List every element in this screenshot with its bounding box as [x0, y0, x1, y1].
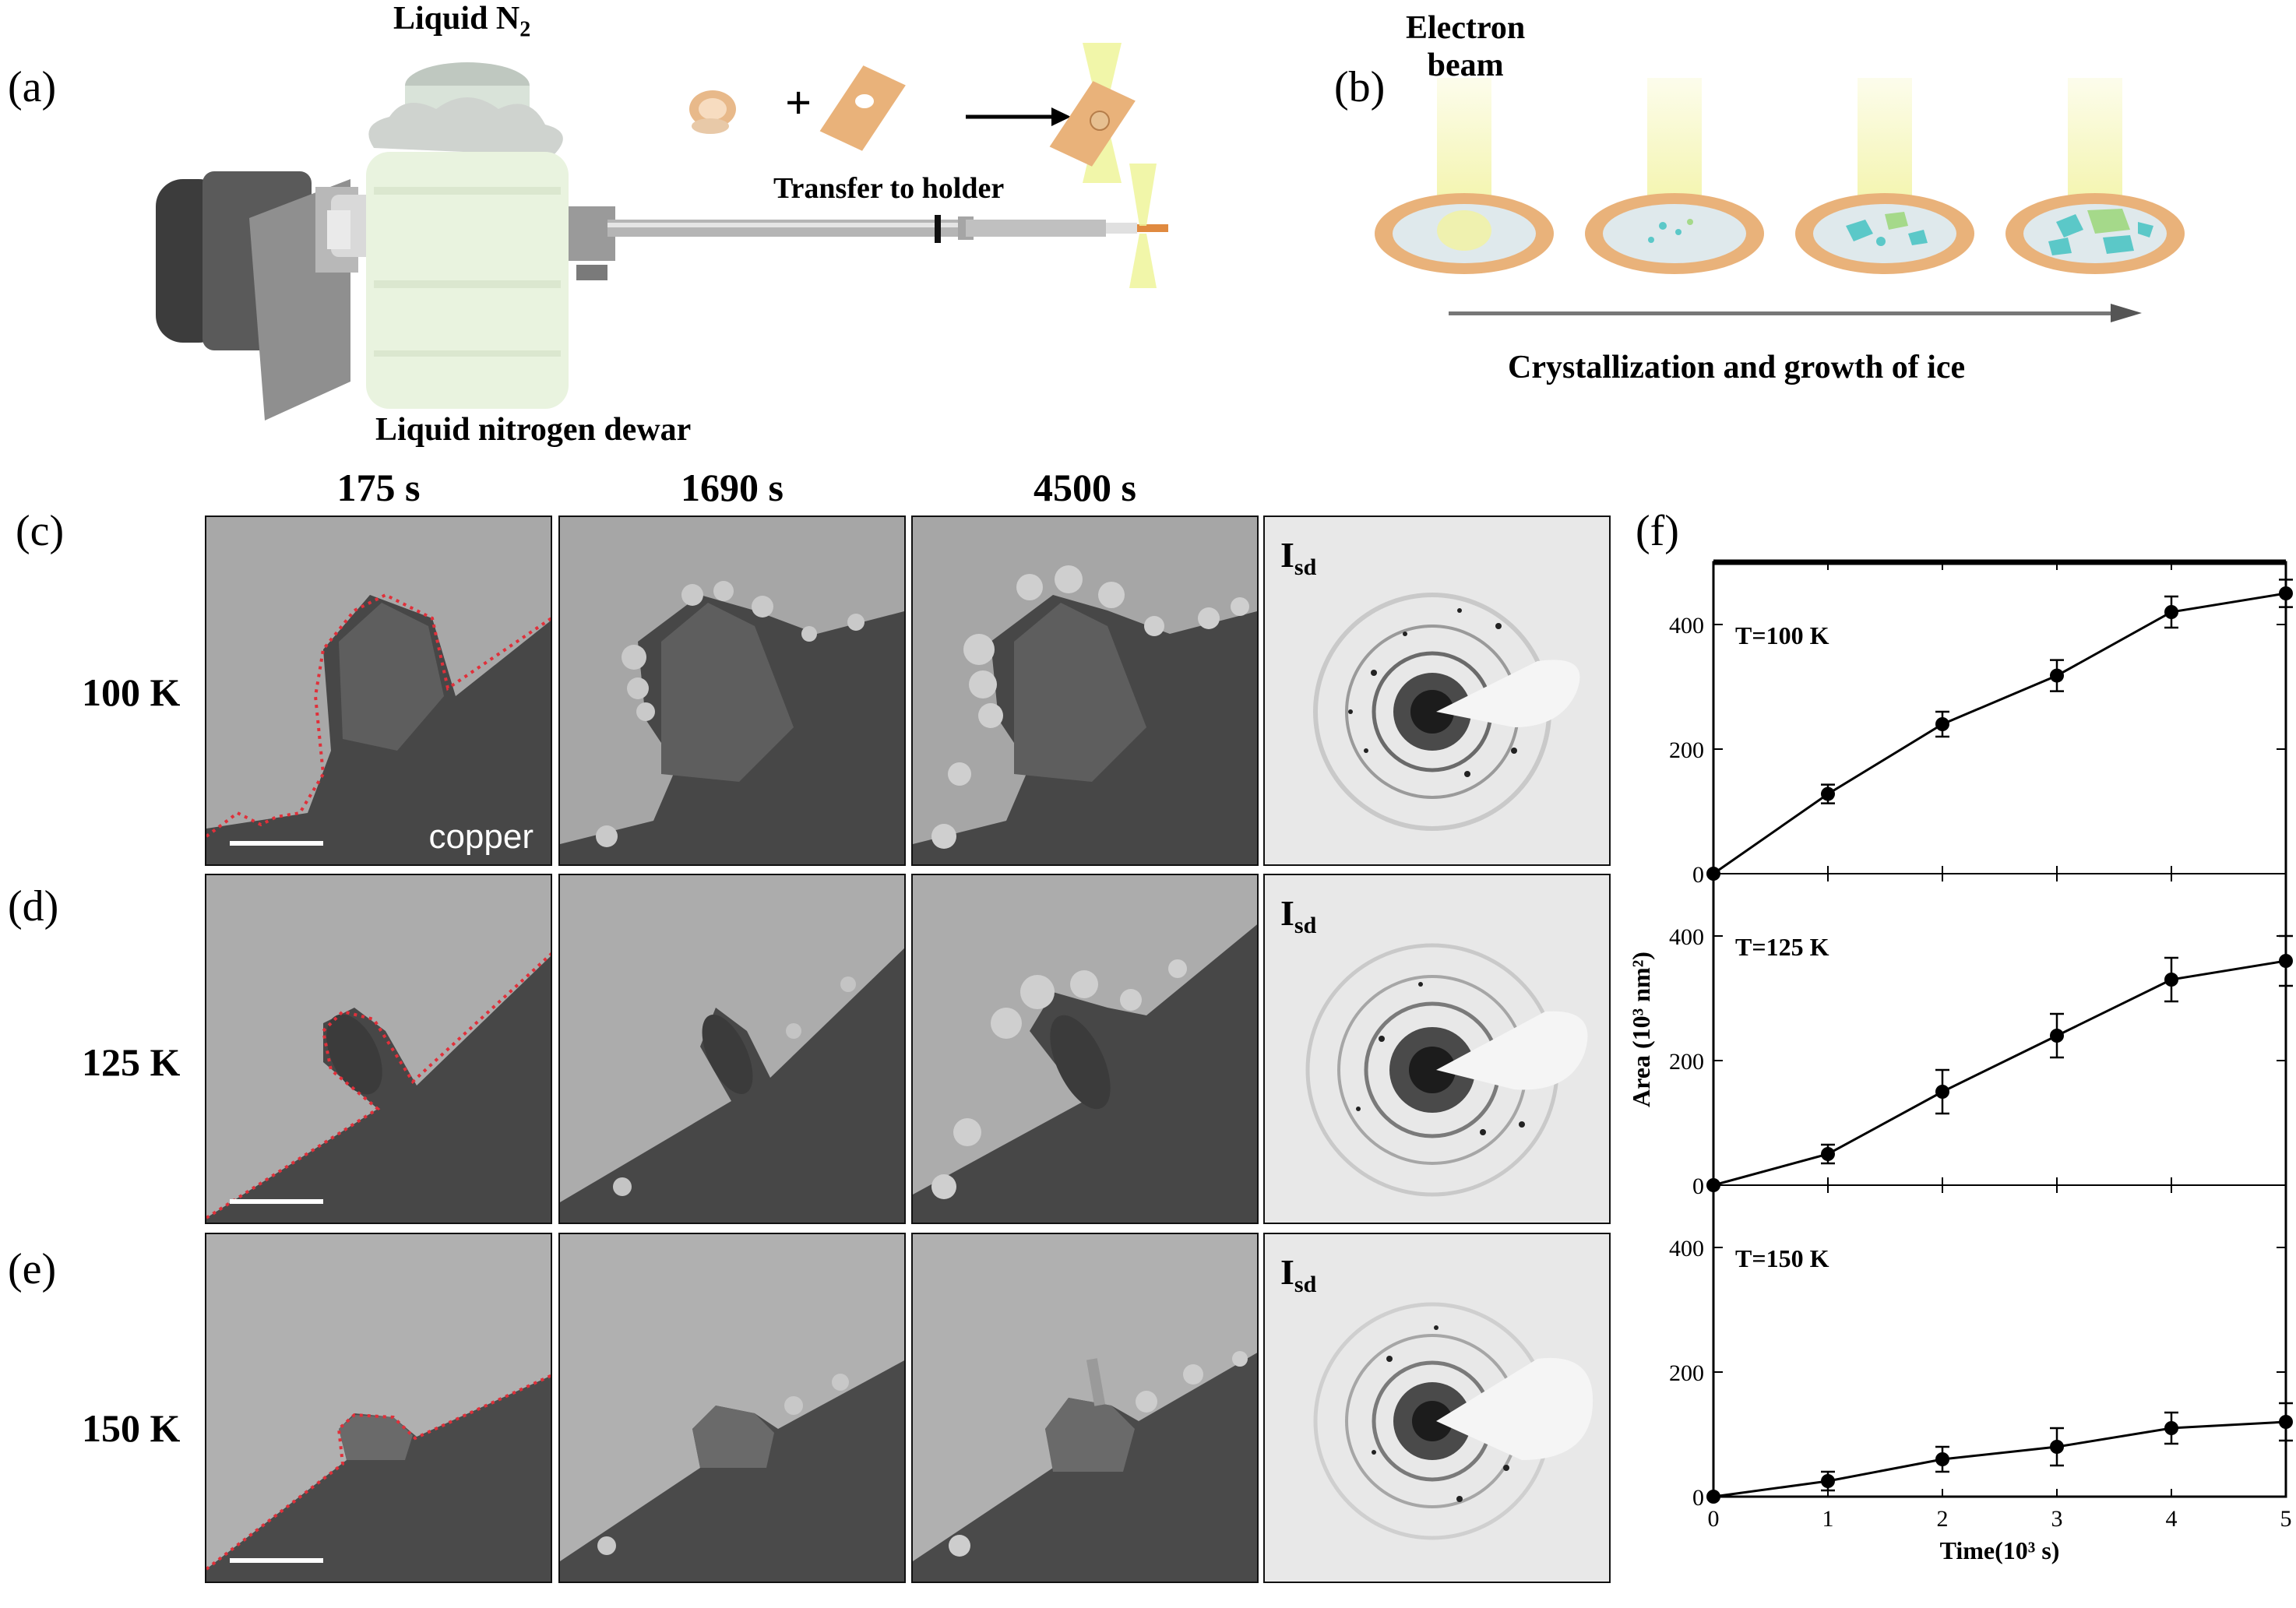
- tem-image-125k-1690s: [558, 874, 906, 1224]
- data-point: [1935, 717, 1949, 731]
- data-point: [2050, 668, 2064, 683]
- cryo-holder-illustration: [156, 43, 1168, 420]
- data-point: [2050, 1029, 2064, 1043]
- y-axis-label: Area (10³ nm²): [1627, 952, 1655, 1107]
- scale-bar: [230, 1199, 323, 1204]
- y-tick-label: 400: [1669, 1236, 1704, 1261]
- data-point: [2279, 586, 2293, 600]
- scale-bar: [230, 1558, 323, 1563]
- series-line: [1713, 1420, 2287, 1498]
- y-tick-label: 200: [1669, 1360, 1704, 1386]
- y-tick-label: 400: [1669, 613, 1704, 639]
- x-axis-label: Time(10³ s): [1940, 1536, 2060, 1564]
- panel-label-e: (e): [8, 1245, 57, 1293]
- tem-image-100k-1690s: [558, 515, 906, 866]
- series-line: [1713, 592, 2287, 875]
- series-label: T=125 K: [1735, 933, 1829, 961]
- series-label: T=100 K: [1735, 621, 1829, 649]
- dewar-label: Liquid nitrogen dewar: [375, 412, 692, 448]
- panel-label-d: (d): [8, 882, 59, 931]
- data-point: [1935, 1085, 1949, 1099]
- chart-frame: [1712, 561, 2287, 1498]
- liquid-n2-label: Liquid N2: [393, 1, 531, 42]
- tem-image-100k-4500s: [911, 515, 1259, 866]
- data-point: [2279, 1415, 2293, 1429]
- x-tick-label: 5: [2280, 1506, 2292, 1532]
- time-header-1690: 1690 s: [681, 466, 784, 509]
- x-tick-label: 4: [2166, 1506, 2178, 1532]
- series-label: T=150 K: [1735, 1244, 1829, 1272]
- y-tick-label: 0: [1692, 1485, 1704, 1511]
- diffraction-pattern-125k: Isd: [1263, 874, 1611, 1224]
- tem-image-150k-175s: [205, 1233, 552, 1583]
- crystallization-label: Crystallization and growth of ice: [1508, 350, 1966, 385]
- time-header-175: 175 s: [336, 466, 421, 509]
- transfer-label: Transfer to holder: [773, 172, 1005, 205]
- temp-label-150k: 150 K: [82, 1406, 181, 1450]
- x-tick-label: 1: [1822, 1506, 1834, 1532]
- y-tick-label: 200: [1669, 1049, 1704, 1075]
- beam-label: beam: [1427, 48, 1504, 83]
- ice-growth-illustration: [1375, 78, 2185, 322]
- diffraction-pattern-100k: Isd: [1263, 515, 1611, 866]
- data-point: [2164, 973, 2178, 987]
- y-tick-label: 400: [1669, 924, 1704, 950]
- y-tick-label: 0: [1692, 862, 1704, 888]
- data-point: [1821, 786, 1835, 801]
- copper-label: copper: [428, 818, 534, 856]
- y-tick-label: 0: [1692, 1173, 1704, 1199]
- tem-image-150k-1690s: [558, 1233, 906, 1583]
- isd-label: Isd: [1280, 535, 1317, 581]
- data-point: [1935, 1452, 1949, 1466]
- series-line: [1713, 959, 2287, 1187]
- data-point: [2164, 605, 2178, 619]
- panel-label-b: (b): [1334, 63, 1386, 111]
- panel-label-f: (f): [1636, 507, 1679, 555]
- panel-label-c: (c): [16, 507, 65, 555]
- tem-image-125k-4500s: [911, 874, 1259, 1224]
- x-tick-label: 2: [1937, 1506, 1949, 1532]
- scale-bar: [230, 841, 323, 846]
- diffraction-pattern-150k: Isd: [1263, 1233, 1611, 1583]
- panel-label-a: (a): [8, 63, 57, 111]
- temp-label-100k: 100 K: [82, 670, 181, 714]
- data-point: [2164, 1421, 2178, 1435]
- data-point: [1821, 1474, 1835, 1488]
- y-tick-label: 200: [1669, 737, 1704, 763]
- tem-image-100k-175s: copper: [205, 515, 552, 866]
- plus-sign: +: [785, 77, 812, 128]
- time-header-4500: 4500 s: [1034, 466, 1136, 509]
- data-point: [1821, 1147, 1835, 1161]
- x-tick-label: 3: [2051, 1506, 2063, 1532]
- electron-beam-label: Electron beam: [1406, 9, 1525, 84]
- tem-image-150k-4500s: [911, 1233, 1259, 1583]
- isd-label: Isd: [1280, 893, 1317, 939]
- temp-label-125k: 125 K: [82, 1040, 181, 1084]
- x-tick-label: 0: [1708, 1506, 1720, 1532]
- data-point: [2279, 954, 2293, 968]
- tem-image-125k-175s: [205, 874, 552, 1224]
- data-point: [1706, 1490, 1720, 1504]
- data-point: [2050, 1440, 2064, 1454]
- electron-label: Electron: [1406, 10, 1526, 46]
- isd-label: Isd: [1280, 1252, 1317, 1298]
